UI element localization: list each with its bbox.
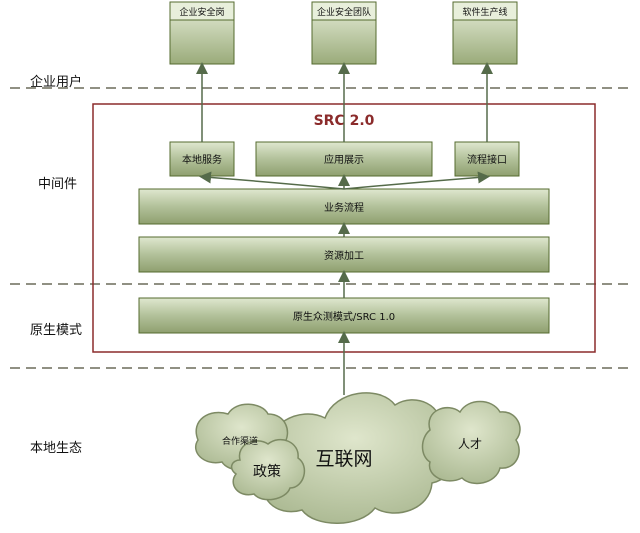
bar-label: 应用展示 (324, 153, 364, 166)
bar-resource-processing: 资源加工 (138, 236, 550, 273)
cloud-label-policy: 政策 (253, 463, 281, 480)
bar-app-display: 应用展示 (255, 141, 433, 177)
bar-label: 流程接口 (467, 153, 507, 166)
cloud-label-internet: 互联网 (315, 448, 372, 470)
arrow-flow-to-local (199, 171, 345, 190)
top-box-label: 软件生产线 (462, 6, 507, 18)
layer-label-enterprise-users: 企业用户 (30, 75, 83, 90)
top-box-security-team: 企业安全团队 (311, 1, 377, 65)
cloud-policy (230, 438, 306, 501)
bar-label: 资源加工 (324, 249, 364, 262)
bar-business-flow: 业务流程 (138, 188, 550, 225)
top-box-security-post: 企业安全岗 (169, 1, 235, 65)
top-box-label: 企业安全团队 (317, 6, 371, 18)
cloud-label-talent: 人才 (458, 437, 482, 451)
bar-local-service: 本地服务 (169, 141, 235, 177)
layer-label-native-mode: 原生模式 (30, 323, 83, 338)
arrow-flow-to-process (343, 171, 490, 190)
layer-label-local-ecosystem: 本地生态 (30, 441, 83, 456)
top-box-label: 企业安全岗 (179, 6, 224, 18)
bar-label: 本地服务 (182, 153, 222, 166)
bar-label: 业务流程 (324, 201, 364, 214)
bar-label: 原生众测模式/SRC 1.0 (293, 310, 395, 323)
bar-native-crowdtest: 原生众测模式/SRC 1.0 (138, 297, 550, 334)
bar-process-api: 流程接口 (454, 141, 520, 177)
cloud-talent (421, 400, 521, 485)
layer-label-middleware: 中间件 (38, 177, 78, 192)
cloud-label-partner-channels: 合作渠道 (222, 435, 258, 447)
top-box-software-line: 软件生产线 (452, 1, 518, 65)
